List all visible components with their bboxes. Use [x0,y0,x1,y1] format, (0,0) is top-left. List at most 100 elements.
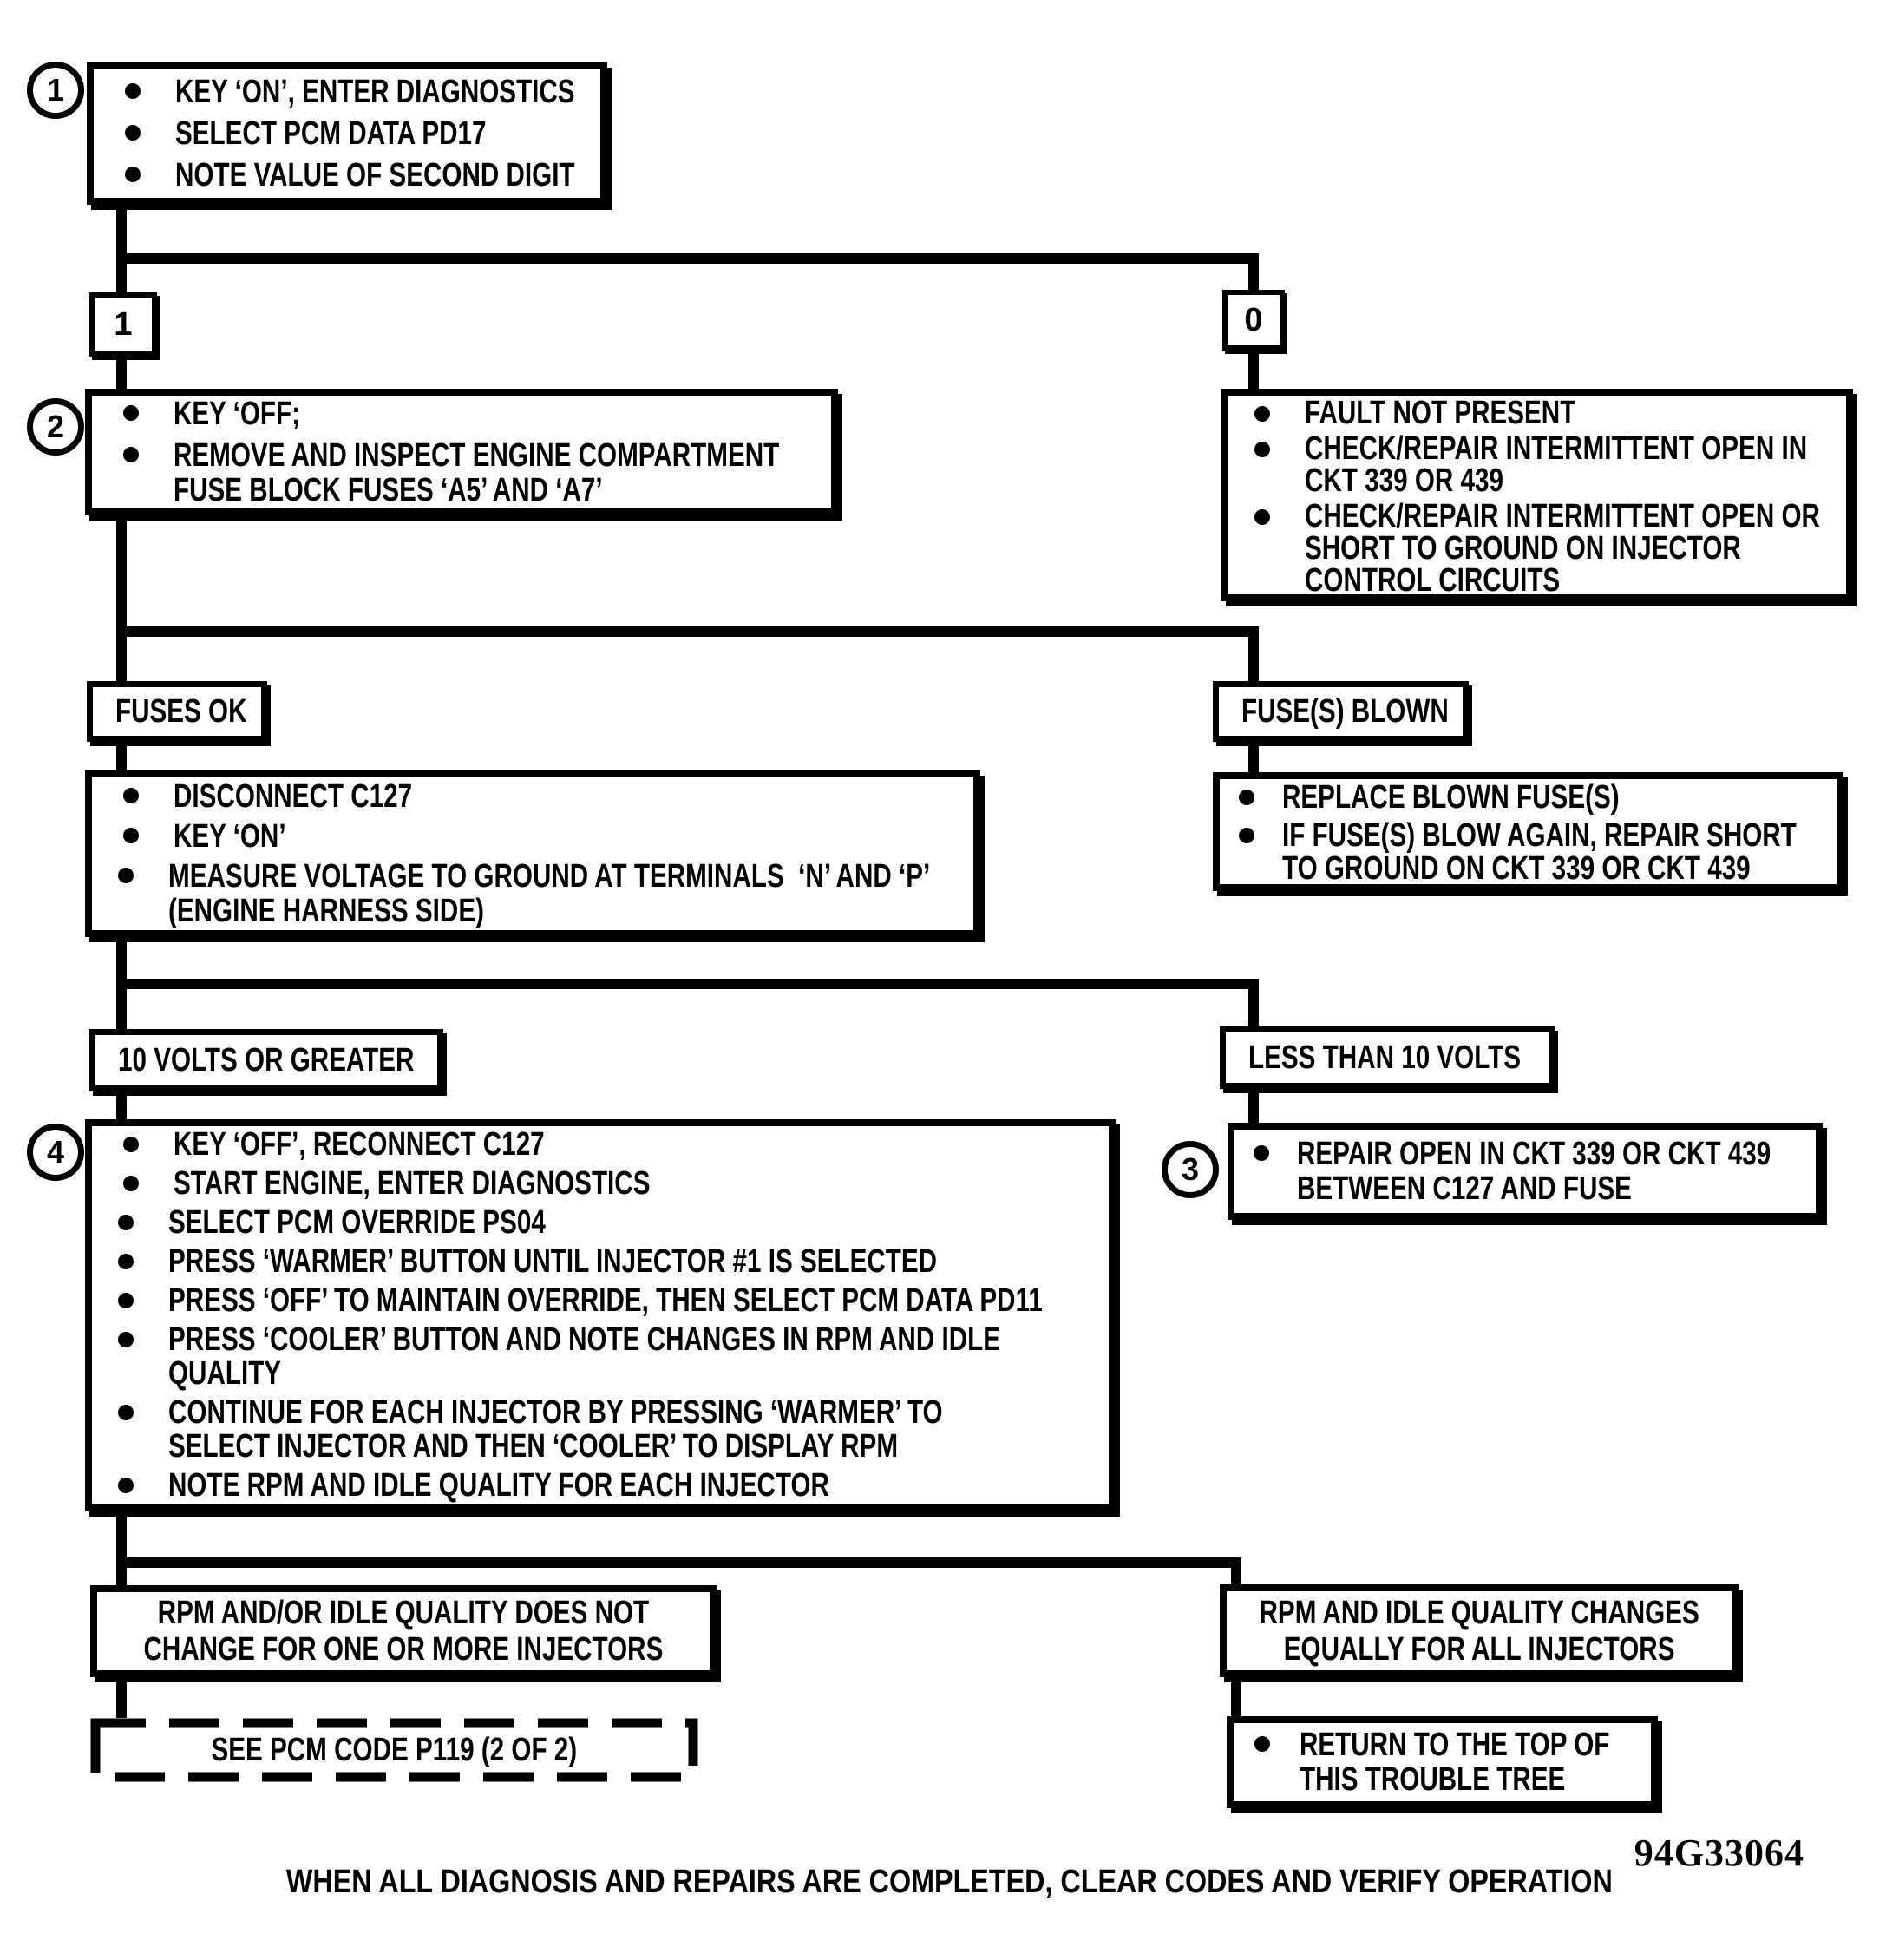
list-item: REPAIR OPEN IN CKT 339 OR CKT 439 BETWEE… [1234,1137,1816,1206]
list-item: NOTE RPM AND IDLE QUALITY FOR EACH INJEC… [92,1469,1109,1503]
list-item: MEASURE VOLTAGE TO GROUND AT TERMINALS ‘… [92,859,973,928]
bullet-text: REPLACE BLOWN FUSE(S) [1282,779,1620,816]
bullet-icon [123,447,139,462]
bullet-text: IF FUSE(S) BLOW AGAIN, REPAIR SHORT TO G… [1282,817,1797,887]
connector-line [1231,1677,1241,1716]
bullet-text: CONTINUE FOR EACH INJECTOR BY PRESSING ‘… [168,1394,943,1465]
list-item: SELECT PCM DATA PD17 [94,116,600,151]
step-circle-3: 3 [1162,1141,1219,1198]
list-item: KEY ‘ON’, ENTER DIAGNOSTICS [94,75,600,109]
list-item: CHECK/REPAIR INTERMITTENT OPEN IN CKT 33… [1228,430,1846,499]
tag-label: FUSES OK [115,693,247,730]
bullet-icon [125,83,141,99]
split-bar [116,979,1259,989]
bullet-text: CHECK/REPAIR INTERMITTENT OPEN IN CKT 33… [1305,430,1808,499]
list-item: PRESS ‘COOLER’ BUTTON AND NOTE CHANGES I… [92,1323,1109,1391]
result-label: RPM AND IDLE QUALITY CHANGES EQUALLY FOR… [1259,1594,1699,1668]
list-item: KEY ‘OFF; [92,397,831,431]
bullet-icon [118,1215,134,1230]
less-than-ten-volts-tag: LESS THAN 10 VOLTS [1220,1026,1555,1089]
repair-open-ckt-box: REPAIR OPEN IN CKT 339 OR CKT 439 BETWEE… [1228,1123,1823,1220]
bullet-text: KEY ‘OFF; [174,396,301,432]
split-bar [116,1557,1241,1568]
injector-override-test-box: KEY ‘OFF’, RECONNECT C127 START ENGINE, … [85,1119,1116,1511]
list-item: PRESS ‘OFF’ TO MAINTAIN OVERRIDE, THEN S… [92,1284,1109,1318]
bullet-text: SELECT PCM DATA PD17 [175,115,487,152]
list-item: START ENGINE, ENTER DIAGNOSTICS [92,1167,1109,1201]
key-off-inspect-fuses-box: KEY ‘OFF; REMOVE AND INSPECT ENGINE COMP… [85,389,838,515]
list-item: FAULT NOT PRESENT [1228,397,1846,429]
bullet-icon [125,167,141,182]
bullet-text: FAULT NOT PRESENT [1305,395,1576,431]
bullet-text: PRESS ‘COOLER’ BUTTON AND NOTE CHANGES I… [168,1321,1000,1392]
fuses-ok-tag: FUSES OK [87,681,267,742]
bullet-icon [123,1176,139,1191]
see-code-label: SEE PCM CODE P119 (2 OF 2) [211,1732,578,1768]
step-circle-4: 4 [27,1124,84,1181]
diagnostics-entry-box: KEY ‘ON’, ENTER DIAGNOSTICS SELECT PCM D… [87,62,607,205]
split-bar [116,253,1259,264]
measure-voltage-box: DISCONNECT C127 KEY ‘ON’ MEASURE VOLTAGE… [85,770,980,937]
list-item: CONTINUE FOR EACH INJECTOR BY PRESSING ‘… [92,1396,1109,1464]
bullet-text: PRESS ‘WARMER’ BUTTON UNTIL INJECTOR #1 … [168,1243,938,1280]
bullet-text: PRESS ‘OFF’ TO MAINTAIN OVERRIDE, THEN S… [168,1282,1043,1319]
connector-line [116,1677,127,1718]
bullet-text: KEY ‘OFF’, RECONNECT C127 [174,1126,545,1163]
bullet-text: CHECK/REPAIR INTERMITTENT OPEN OR SHORT … [1305,498,1820,599]
bullet-icon [1239,828,1254,843]
connector-line [116,937,127,1119]
tag-label: LESS THAN 10 VOLTS [1248,1039,1522,1076]
rpm-no-change-box: RPM AND/OR IDLE QUALITY DOES NOT CHANGE … [90,1585,717,1677]
footer-note: WHEN ALL DIAGNOSIS AND REPAIRS ARE COMPL… [0,1864,1899,1900]
bullet-icon [118,1478,134,1493]
tag-label: FUSE(S) BLOWN [1241,693,1449,730]
connector-line [116,1511,127,1585]
bullet-icon [123,405,139,421]
list-item: PRESS ‘WARMER’ BUTTON UNTIL INJECTOR #1 … [92,1245,1109,1279]
list-item: CHECK/REPAIR INTERMITTENT OPEN OR SHORT … [1228,498,1846,599]
branch-1-tag: 1 [89,292,157,357]
bullet-icon [123,828,139,843]
see-pcm-code-box: SEE PCM CODE P119 (2 OF 2) [90,1718,698,1782]
bullet-icon [1254,509,1270,525]
bullet-text: SELECT PCM OVERRIDE PS04 [168,1204,546,1241]
list-item: IF FUSE(S) BLOW AGAIN, REPAIR SHORT TO G… [1220,819,1837,885]
bullet-icon [1254,1145,1269,1161]
bullet-icon [1254,406,1270,422]
bullet-icon [1254,1736,1270,1752]
bullet-text: REMOVE AND INSPECT ENGINE COMPARTMENT FU… [174,437,780,508]
bullet-icon [118,1293,134,1308]
bullet-text: RETURN TO THE TOP OF THIS TROUBLE TREE [1300,1727,1610,1798]
list-item: SELECT PCM OVERRIDE PS04 [92,1206,1109,1240]
return-to-top-box: RETURN TO THE TOP OF THIS TROUBLE TREE [1227,1716,1658,1808]
connector-line [1231,1557,1241,1584]
bullet-icon [123,1137,139,1152]
bullet-icon [123,788,139,803]
bullet-icon [1254,442,1270,457]
bullet-icon [118,1254,134,1269]
list-item: KEY ‘OFF’, RECONNECT C127 [92,1128,1109,1162]
rpm-equal-change-box: RPM AND IDLE QUALITY CHANGES EQUALLY FOR… [1220,1584,1739,1677]
fault-not-present-box: FAULT NOT PRESENT CHECK/REPAIR INTERMITT… [1221,389,1853,601]
bullet-text: NOTE RPM AND IDLE QUALITY FOR EACH INJEC… [168,1467,829,1504]
bullet-text: REPAIR OPEN IN CKT 339 OR CKT 439 BETWEE… [1297,1136,1771,1207]
bullet-text: NOTE VALUE OF SECOND DIGIT [175,157,575,193]
footer-note-text: WHEN ALL DIAGNOSIS AND REPAIRS ARE COMPL… [286,1864,1613,1900]
replace-fuses-box: REPLACE BLOWN FUSE(S) IF FUSE(S) BLOW AG… [1213,772,1843,891]
bullet-text: START ENGINE, ENTER DIAGNOSTICS [174,1165,651,1202]
figure-number: 94G33064 [1634,1832,1804,1874]
bullet-text: KEY ‘ON’, ENTER DIAGNOSTICS [175,74,575,110]
bullet-icon [125,125,141,141]
branch-0-tag: 0 [1222,290,1285,351]
list-item: DISCONNECT C127 [92,779,973,814]
list-item: REMOVE AND INSPECT ENGINE COMPARTMENT FU… [92,438,831,508]
list-item: KEY ‘ON’ [92,819,973,854]
ten-volts-or-greater-tag: 10 VOLTS OR GREATER [89,1029,443,1091]
dashed-border [90,1718,698,1782]
step-circle-2: 2 [27,398,84,456]
step-circle-1: 1 [27,62,84,119]
list-item: RETURN TO THE TOP OF THIS TROUBLE TREE [1234,1727,1651,1797]
split-bar [116,626,1259,637]
bullet-icon [1239,790,1254,805]
